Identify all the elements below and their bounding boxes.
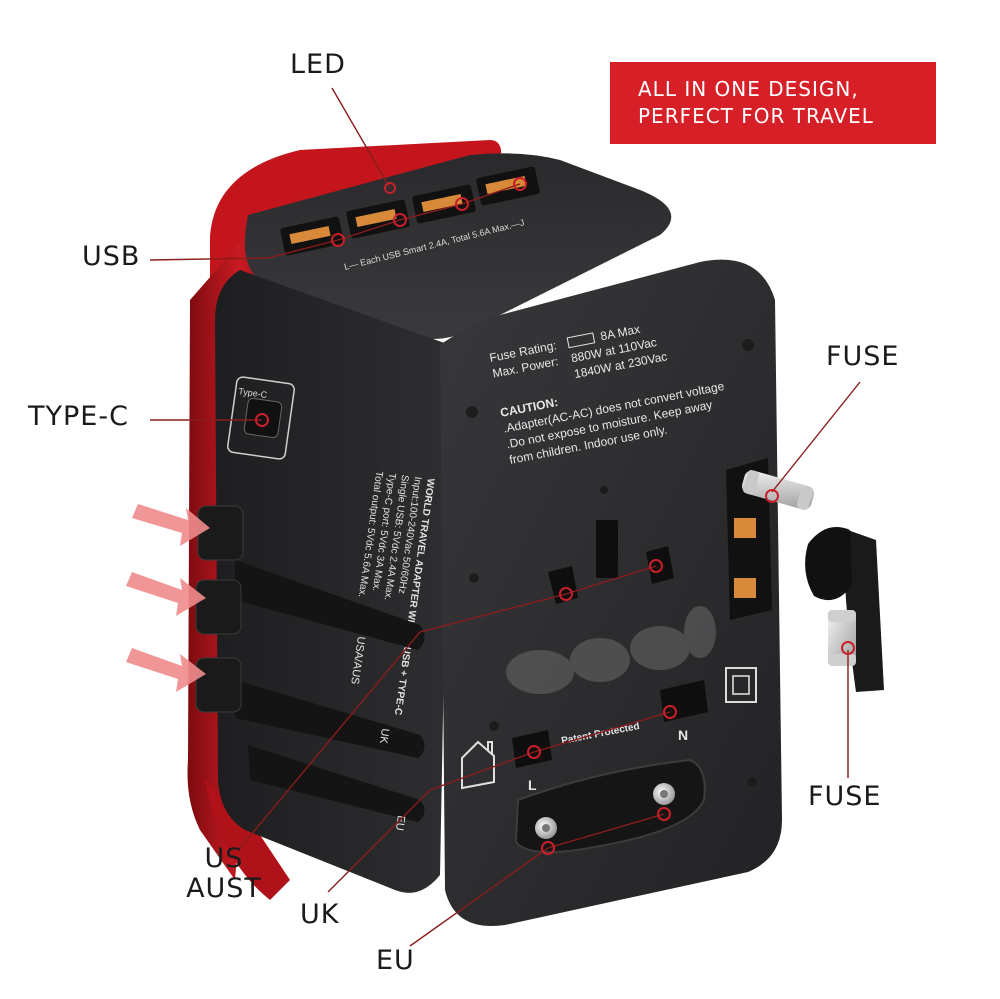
leader-line-uk: [327, 711, 671, 893]
screw: [469, 573, 479, 583]
certification-marks: [506, 606, 716, 694]
slider-slot-eu: EU: [248, 745, 425, 831]
callout-us-aust-line1: US: [204, 843, 244, 874]
fuse-cartridge: [741, 470, 815, 510]
screw: [742, 339, 754, 351]
type-c-port: Type-C: [227, 376, 295, 460]
arrow-right-icon: [126, 648, 206, 692]
callout-usb: USB: [82, 241, 141, 272]
pin-label-l: L: [528, 777, 537, 793]
slider-knob: [195, 579, 242, 635]
callout-markers: [255, 177, 855, 855]
callout-fuse-bottom: FUSE: [808, 781, 882, 812]
fuse-compartment: [726, 458, 772, 620]
arrow-right-icon: [126, 572, 206, 616]
callout-led: LED: [290, 49, 346, 80]
leader-line-usb-chain: [337, 183, 521, 241]
usb-port: [412, 184, 476, 224]
adapter-top-face: L— Each USB Smart 2.4A, Total 5.6A Max.—…: [244, 153, 672, 339]
callout-fuse-top: FUSE: [826, 341, 900, 372]
banner-line-2: PERFECT FOR TRAVEL: [638, 104, 874, 128]
screw: [747, 777, 757, 787]
leader-line-eu: [409, 813, 665, 947]
slot-label-eu: EU: [393, 815, 407, 832]
callout-us-aust: US AUST: [180, 843, 268, 905]
screw: [489, 721, 499, 731]
double-insulation-mark: [725, 667, 757, 703]
adapter-left-face: Type-C WORLD TRAVEL ADAPTER WITH 4 USB +…: [195, 270, 450, 893]
callout-leaders: [149, 87, 861, 947]
screw: [466, 406, 478, 418]
slide-direction-arrows: [126, 504, 210, 692]
usb-port: [280, 216, 344, 256]
eu-socket: [514, 758, 706, 854]
pin-label-n: N: [678, 727, 688, 743]
arrow-right-icon: [132, 504, 210, 546]
universal-socket: [548, 486, 674, 604]
usb-port: [346, 199, 410, 239]
fuse-holder: [805, 527, 884, 692]
adapter-front-face: Fuse Rating: 8A Max Max. Power: 880W at …: [440, 259, 782, 926]
home-icon: [461, 740, 495, 790]
type-c-port-label: Type-C: [238, 386, 269, 400]
slot-label-uk: UK: [377, 728, 391, 745]
leader-line-led: [331, 87, 391, 189]
slider-knob: [195, 657, 242, 713]
callout-type-c: TYPE-C: [28, 401, 129, 432]
callout-us-aust-line2: AUST: [186, 873, 262, 905]
promo-banner: ALL IN ONE DESIGN, PERFECT FOR TRAVEL: [610, 62, 936, 144]
callout-uk: UK: [300, 899, 340, 930]
callout-eu: EU: [376, 945, 415, 976]
slider-knob: [197, 505, 244, 561]
slider-slot-uk: UK: [235, 680, 425, 758]
leader-line-usb: [149, 239, 339, 261]
leader-line-us-aust: [239, 565, 657, 849]
leader-line-fuse-top: [771, 381, 861, 493]
banner-line-1: ALL IN ONE DESIGN,: [638, 77, 859, 101]
